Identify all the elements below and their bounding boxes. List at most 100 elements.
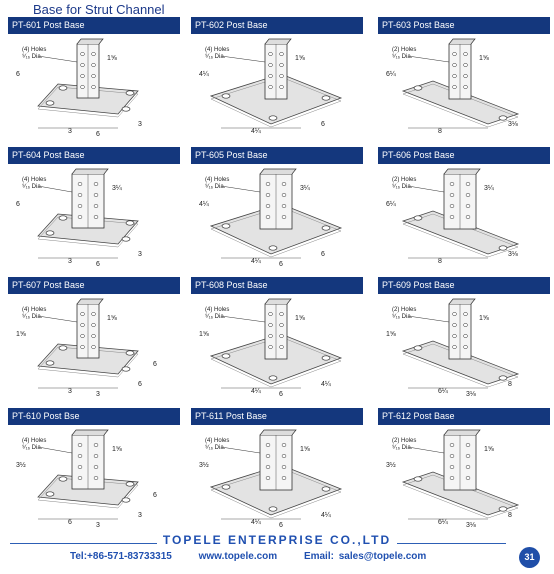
base-plate [37,474,139,506]
post-hole [77,443,83,447]
product-title: PT-603 Post Base [378,17,550,34]
email-link[interactable]: Email: sales@topele.com [303,551,427,562]
holes-label: (4) Holes [205,177,229,183]
mounting-hole [221,93,231,99]
post-hole [93,465,99,469]
dimension-label: 6 [96,261,100,267]
product-title: PT-610 Post Bse [8,408,180,425]
post-hole [279,85,284,89]
post-hole [452,52,457,56]
website-link[interactable]: www.topele.com [198,551,278,562]
holes-label: (4) Holes [205,47,229,53]
product-title: PT-607 Post Base [8,277,180,294]
mounting-hole [498,375,508,381]
dimension-label: 6 [321,251,325,258]
channel-top [448,38,476,45]
post-hole [93,204,99,208]
post-hole [77,476,83,480]
product-title: PT-609 Post Base [378,277,550,294]
dimension-label: 8 [508,381,512,388]
dimension-label: 1⅝ [386,331,396,338]
dimension-label: 4¼ [321,512,331,519]
dimension-label: 1⅝ [16,331,26,338]
holes-label: ⁹⁄₁₆ Dia. [22,53,43,60]
mounting-hole [413,345,423,351]
post-hole [449,443,455,447]
post-hole [268,74,273,78]
post-hole [279,74,284,78]
post-hole [80,63,85,67]
mounting-hole [321,225,331,231]
dimension-label: 6 [279,391,283,397]
product-title: PT-611 Post Base [191,408,363,425]
mounting-hole [321,355,331,361]
product-title: PT-608 Post Base [191,277,363,294]
dimension-label: 1⅝ [484,446,494,453]
post-hole [91,334,96,338]
mounting-hole [125,90,135,96]
post-hole [268,52,273,56]
base-plate [37,213,139,245]
post-hole [449,182,455,186]
dimension-label: 3⅛ [466,391,476,397]
dimension-label: 6¼ [386,71,396,78]
post-hole [281,454,287,458]
dimension-label: 4¼ [199,71,209,78]
post-hole [465,443,471,447]
mounting-hole [45,230,55,236]
post-hole [281,215,287,219]
post-hole [91,74,96,78]
post-hole [452,345,457,349]
company-name: TOPELE ENTERPRISE CO.,LTD [0,533,554,547]
mounting-hole [45,360,55,366]
channel-top [443,429,481,436]
mounting-hole [498,245,508,251]
mounting-hole [321,486,331,492]
post-hole [465,465,471,469]
mounting-hole [58,476,68,482]
dimension-label: 3 [96,522,100,528]
post-hole [452,312,457,316]
dimension-label: 3 [68,388,72,395]
holes-label: ⁹⁄₁₆ Dia. [205,183,226,190]
dimension-label: 3½ [386,461,396,469]
holes-label: (2) Holes [392,307,416,313]
plate-edge [402,213,519,258]
dimension-label: 3 [138,121,142,128]
holes-label: (2) Holes [392,47,416,53]
post-hole [77,454,83,458]
holes-label: (4) Holes [22,177,46,183]
channel-top [76,38,104,45]
post-hole [463,74,468,78]
channel-top [259,429,297,436]
dimension-label: 4¼ [251,128,261,135]
channel-top [71,168,109,175]
leader-line [220,315,266,323]
post-hole [268,345,273,349]
mounting-hole [221,484,231,490]
leader-line [407,315,450,323]
post-hole [80,52,85,56]
mounting-hole [45,100,55,106]
dimension-label: 6 [16,201,20,208]
mounting-hole [221,223,231,229]
holes-label: ⁹⁄₁₆ Dia. [392,444,413,451]
contact-line: Tel:+86-571-83733315 www.topele.com Emai… [70,551,448,562]
post-hole [265,204,271,208]
leader-line [407,55,450,63]
post-hole [449,454,455,458]
post-hole [91,323,96,327]
post-hole [279,52,284,56]
